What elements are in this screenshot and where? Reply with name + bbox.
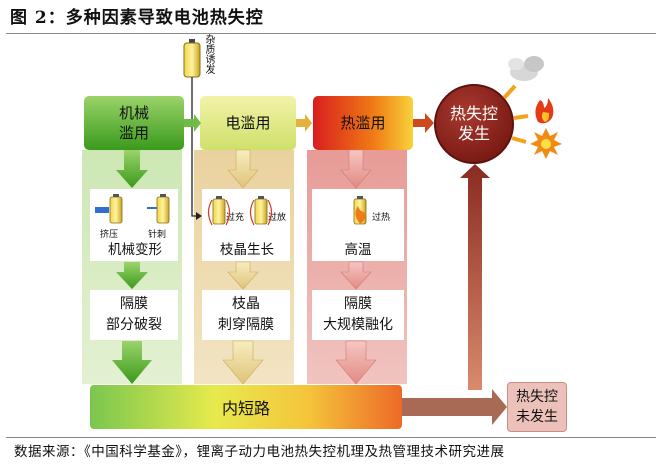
- impurity-battery-icon: [183, 39, 201, 78]
- overheat-label: 过热: [372, 213, 391, 223]
- puncture-label: 针刺: [148, 230, 167, 240]
- impurity-label: 杂质诱发: [203, 34, 214, 74]
- mechanical-effect-label: 机械变形: [108, 242, 162, 258]
- impurity-connector: [191, 77, 197, 217]
- electrical-result-box: 枝晶 刺穿隔膜: [202, 290, 290, 340]
- arrow-down-mech-3: [112, 341, 152, 384]
- electrical-abuse-box: 电滥用: [200, 96, 296, 150]
- electrical-result-label: 枝晶 刺穿隔膜: [218, 296, 274, 333]
- arrow-down-elec-3: [222, 340, 264, 385]
- thermal-abuse-box: 热滥用: [313, 96, 413, 150]
- mechanical-abuse-box: 机械 滥用: [84, 96, 184, 150]
- runaway-occurs-label: 热失控 发生: [449, 104, 498, 143]
- mechanical-result-label: 隔膜 部分破裂: [106, 296, 162, 333]
- short-circuit-bar: 内短路: [90, 385, 402, 429]
- overheat-icon: [353, 196, 367, 225]
- puncture-icon: [147, 194, 170, 224]
- source-note: 数据来源：《中国科学基金》，锂离子动力电池热失控机理及热管理技术研究进展: [14, 444, 505, 460]
- arrow-down-mech-2: [116, 262, 148, 289]
- mechanical-abuse-label: 机械 滥用: [118, 104, 149, 142]
- bottom-rule: [6, 437, 656, 438]
- thermal-effect-label: 高温: [344, 242, 372, 258]
- squeeze-icon: [95, 194, 123, 224]
- arrow-down-elec-1: [227, 149, 259, 189]
- arrow-down-mech-1: [116, 150, 148, 188]
- arrow-elec-to-thermal: [296, 114, 312, 132]
- top-rule: [6, 33, 656, 34]
- arrow-down-thermal-3: [335, 340, 377, 385]
- overdischarge-icon: [249, 196, 273, 226]
- runaway-not-occurs-node: 热失控 未发生: [507, 382, 567, 432]
- short-circuit-label: 内短路: [221, 399, 270, 418]
- overcharge-label: 过充: [226, 213, 245, 223]
- overdischarge-label: 过放: [268, 213, 287, 223]
- arrow-up-to-runaway: [460, 164, 490, 390]
- thermal-abuse-label: 热滥用: [340, 114, 386, 132]
- arrow-thermal-to-runaway: [413, 113, 434, 133]
- squeeze-label: 挤压: [100, 230, 119, 240]
- arrow-down-thermal-2: [340, 261, 372, 290]
- overcharge-icon: [207, 196, 231, 226]
- thermal-result-label: 隔膜 大规模融化: [323, 296, 393, 333]
- explosion-icon: [511, 128, 562, 159]
- arrow-to-no-runaway: [402, 389, 507, 425]
- fire-icon: [513, 98, 554, 124]
- runaway-not-occurs-label: 热失控 未发生: [516, 389, 558, 425]
- electrical-effect-label: 枝晶生长: [220, 242, 274, 258]
- mechanical-result-box: 隔膜 部分破裂: [90, 290, 178, 340]
- arrow-down-thermal-1: [340, 149, 372, 189]
- runaway-occurs-node: 热失控 发生: [434, 84, 514, 164]
- thermal-result-box: 隔膜 大规模融化: [312, 290, 404, 340]
- figure-title: 图 2：多种因素导致电池热失控: [10, 8, 264, 28]
- smoke-icon: [502, 56, 544, 100]
- arrow-down-elec-2: [227, 261, 259, 290]
- arrow-mech-to-elec: [184, 114, 201, 132]
- electrical-abuse-label: 电滥用: [225, 114, 271, 132]
